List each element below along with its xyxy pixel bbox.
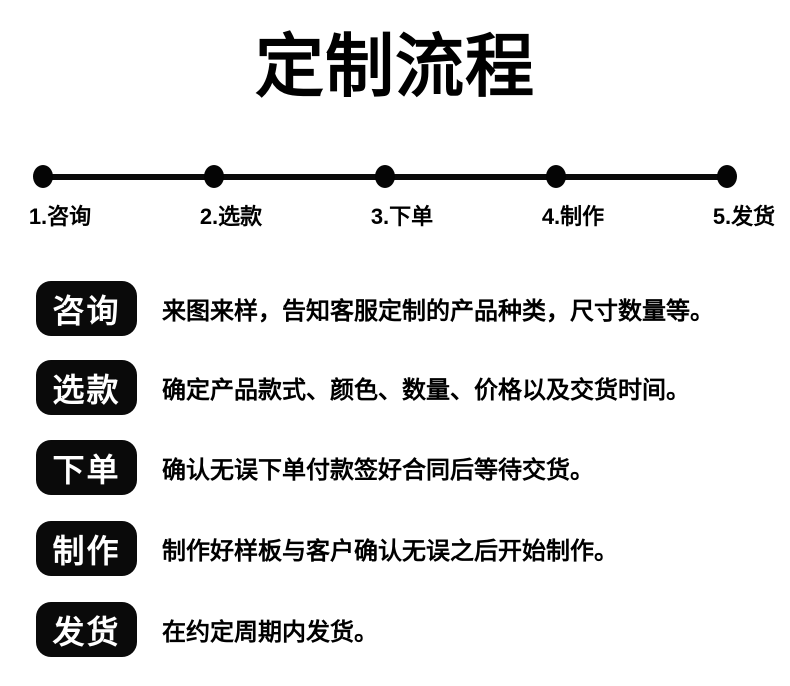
step-badge: 咨询 [36,281,137,336]
timeline-step-label: 3.下单 [370,204,434,229]
timeline-step-label: 2.选款 [199,204,263,229]
step-badge: 发货 [36,602,137,657]
step-badge: 下单 [36,440,137,495]
timeline-dot-icon [204,165,224,188]
timeline-step-label: 4.制作 [541,204,605,229]
step-description: 来图来样，告知客服定制的产品种类，尺寸数量等。 [162,298,714,325]
step-description: 确认无误下单付款签好合同后等待交货。 [162,457,594,484]
step-badge: 制作 [36,521,137,576]
timeline-dot-icon [717,165,737,188]
process-step-row-consult: 咨询 来图来样，告知客服定制的产品种类，尺寸数量等。 [36,281,714,336]
process-step-row-ship: 发货 在约定周期内发货。 [36,602,378,657]
timeline-step-label: 1.咨询 [28,204,92,229]
timeline-dot-icon [546,165,566,188]
step-badge: 选款 [36,360,137,415]
process-step-row-order: 下单 确认无误下单付款签好合同后等待交货。 [36,440,594,495]
step-description: 确定产品款式、颜色、数量、价格以及交货时间。 [162,377,690,404]
step-description: 制作好样板与客户确认无误之后开始制作。 [162,538,618,565]
timeline-dot-icon [33,165,53,188]
timeline-step-label: 5.发货 [712,204,776,229]
page-title: 定制流程 [255,28,535,105]
step-description: 在约定周期内发货。 [162,619,378,646]
timeline-dot-icon [375,165,395,188]
process-step-row-select: 选款 确定产品款式、颜色、数量、价格以及交货时间。 [36,360,690,415]
process-step-row-produce: 制作 制作好样板与客户确认无误之后开始制作。 [36,521,618,576]
